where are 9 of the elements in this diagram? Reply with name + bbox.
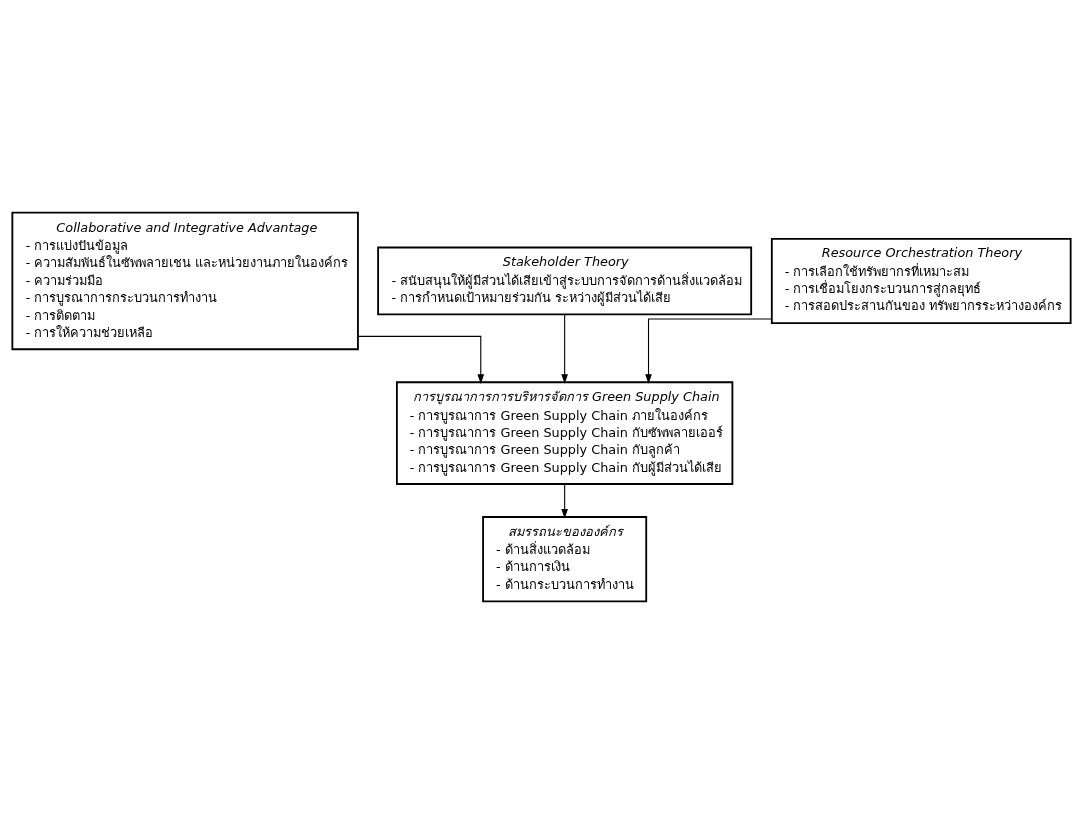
arrow [561, 314, 568, 384]
arrow [357, 335, 485, 384]
node-box: Stakeholder Theory - สนับสนุนให้ผู้มีส่วนได้เสียเข้าสู่ระบบการจัดการด้านสิ่งแวดล้อม - การกำหนดเป้าหมายร่วมกัน ระหว่างผู้มีส่วนได้เสีย [377, 246, 753, 316]
node-box: Collaborative and Integrative Advantage - การแบ่งปันข้อมูล - ความสัมพันธ์ในซัพพลายเชน และหน่วยงานภายในองค์กร - ความร่วมมือ - การบูรณาการกระบวนการทำงาน - การติดตาม - การให้ความช่วยเหลือ [11, 211, 359, 351]
node-box: สมรรถนะขององค์กร - ด้านสิ่งแวดล้อม - ด้านการเงิน - ด้านกระบวนการทำงาน [482, 516, 648, 603]
arrow [561, 483, 568, 519]
arrow [645, 318, 773, 384]
node-box: Resource Orchestration Theory - การเลือกใช้ทรัพยากรที่เหมาะสม - การเชื่อมโยงกระบวนการสู่กลยุทธ์ - การสอดประสานกันของ ทรัพยากรระหว่างองค์กร [770, 237, 1072, 325]
node-box: การบูรณาการการบริหารจัดการ Green Supply Chain - การบูรณาการ Green Supply Chain ภายในองค์กร - การบูรณาการ Green Supply Chain กับซัพพลายเออร์ - การบูรณาการ Green Supply Chain กับลูกค้า - การบูรณาการ Green Supply Chain กับผู้มีส่วนได้เสีย [396, 381, 734, 485]
